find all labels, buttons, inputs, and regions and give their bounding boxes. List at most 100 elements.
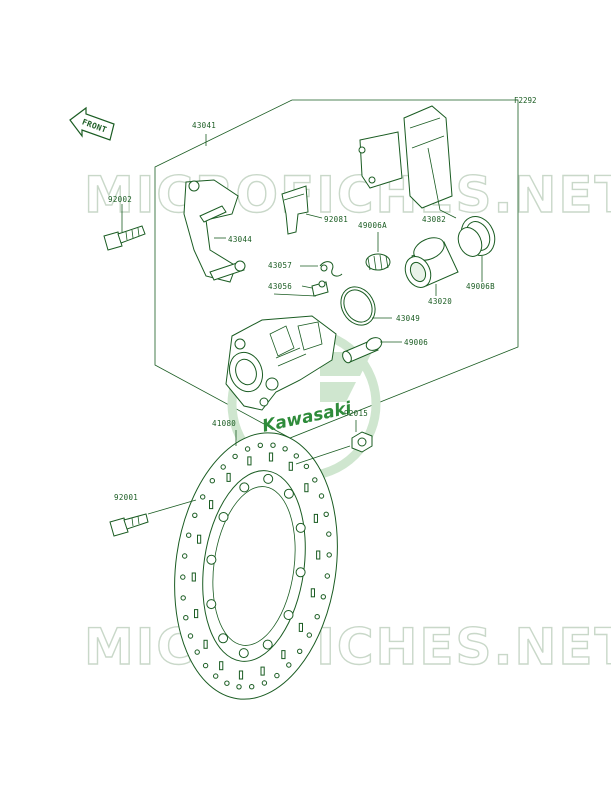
disc-slot [219, 661, 224, 671]
part-label-43057: 43057 [268, 261, 292, 270]
disc-outer-hole [192, 512, 198, 518]
disc-outer-hole [202, 662, 209, 669]
disc-slot [298, 622, 303, 632]
watermark-bottom: MICROFICHES.NET [84, 618, 611, 676]
disc-outer-hole [318, 493, 325, 499]
figure-code: F2292 [514, 96, 537, 105]
disc-mounting-hole [263, 473, 274, 484]
part-label-43049: 43049 [396, 314, 420, 323]
part-label-43044: 43044 [228, 235, 252, 244]
brake-pads [358, 105, 453, 209]
part-label-43082: 43082 [422, 215, 446, 224]
disc-outer-hole [312, 477, 318, 483]
disc-outer-hole [257, 442, 263, 448]
part-label-49006a: 49006A [358, 221, 387, 230]
caliper-body [225, 315, 337, 411]
part-label-43056: 43056 [268, 282, 292, 291]
o-ring [340, 286, 376, 326]
disc-slot [268, 452, 274, 462]
disc-outer-hole [209, 478, 216, 484]
disc-outer-hole [182, 553, 188, 559]
disc-outer-hole [180, 595, 186, 601]
disc-slot [194, 609, 199, 619]
disc-mounting-hole [295, 522, 306, 533]
watermark-top: MICROFICHES.NET [84, 166, 611, 224]
piston [404, 237, 459, 288]
disc-slot [310, 588, 315, 598]
disc-outer-hole [323, 511, 329, 517]
part-label-41080: 41080 [212, 419, 236, 428]
disc-outer-hole [270, 442, 276, 448]
seal-49006b [457, 216, 496, 257]
pin-49006 [342, 337, 383, 364]
pad-spring [281, 185, 309, 235]
part-label-43020: 43020 [428, 297, 452, 306]
disc-slot [203, 639, 208, 649]
part-label-92081: 92081 [324, 215, 348, 224]
disc-mounting-hole [239, 482, 250, 493]
bolt-92001 [109, 513, 149, 537]
disc-slot [313, 513, 318, 523]
disc-outer-hole [293, 453, 299, 459]
disc-outer-hole [180, 574, 186, 580]
part-label-92002: 92002 [108, 195, 132, 204]
leader-lines [121, 134, 483, 515]
part-label-43041: 43041 [192, 121, 216, 130]
disc-outer-hole [194, 649, 200, 655]
disc-outer-hole [314, 614, 320, 620]
disc-slot [209, 500, 214, 510]
boot-49006a [365, 253, 391, 271]
disc-outer-hole [220, 464, 226, 470]
part-label-92001: 92001 [114, 493, 138, 502]
disc-mounting-hole [206, 554, 217, 565]
disc-outer-hole [297, 648, 303, 654]
disc-outer-hole [326, 531, 332, 537]
disc-outer-hole [286, 662, 292, 668]
disc-outer-hole [282, 446, 288, 452]
disc-outer-hole [183, 615, 189, 621]
disc-outer-hole [274, 672, 280, 679]
disc-outer-hole [200, 494, 206, 500]
disc-outer-hole [232, 453, 238, 460]
disc-slot [197, 534, 202, 544]
disc-slot [226, 472, 231, 482]
disc-mounting-hole [283, 610, 294, 620]
disc-outer-hole [187, 633, 194, 639]
disc-slot [191, 572, 196, 582]
disc-slot [304, 483, 309, 493]
disc-mounting-hole [218, 512, 229, 522]
part-label-92015: 92015 [344, 409, 368, 418]
disc-slot [238, 670, 244, 680]
disc-mounting-hole [262, 639, 273, 650]
disc-outer-hole [326, 552, 332, 558]
caliper-bracket [183, 179, 246, 283]
bleeder-clip [319, 261, 343, 277]
disc-slot [288, 461, 293, 471]
disc-slot [281, 650, 286, 660]
disc-slot [247, 456, 252, 466]
disc-outer-hole [213, 673, 219, 679]
brake-disc [174, 432, 338, 700]
bolt-92002 [103, 225, 146, 251]
disc-outer-hole [303, 463, 310, 470]
part-label-49006: 49006 [404, 338, 428, 347]
part-labels: 43041 92002 43044 92081 43082 49006A 430… [108, 121, 495, 502]
disc-outer-hole [249, 684, 255, 690]
disc-outer-hole [320, 594, 326, 600]
disc-outer-hole [261, 680, 268, 686]
part-label-49006b: 49006B [466, 282, 495, 291]
disc-mounting-hole [218, 633, 229, 644]
disc-outer-hole [306, 632, 312, 638]
disc-mounting-hole [238, 648, 249, 659]
disc-mounting-hole [206, 599, 217, 610]
disc-outer-hole [224, 680, 230, 686]
disc-holes [180, 442, 332, 690]
disc-mounting-hole [283, 488, 294, 499]
disc-outer-hole [236, 684, 242, 690]
front-arrow-icon: FRONT [69, 106, 115, 141]
disc-slot [316, 550, 321, 560]
bleeder-valve [311, 280, 329, 297]
disc-mounting-hole [295, 567, 306, 578]
caliper-assembly-outline [154, 99, 519, 439]
